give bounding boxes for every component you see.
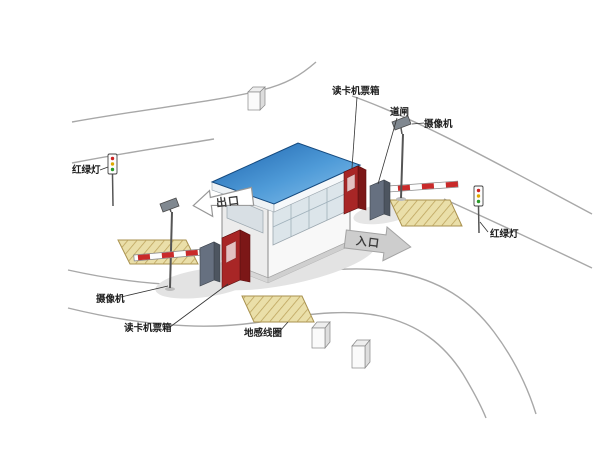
road-edge-line [67,268,537,415]
leader-line [479,221,489,233]
leader-line [279,321,289,332]
bollard-front-face [311,327,326,349]
label-traffic-light-left: 红绿灯 [72,164,101,176]
ticket-machine-right [343,165,367,215]
gate-arm-stripe [421,183,435,190]
pole-base [396,197,406,201]
camera-pole-right [391,115,412,201]
gate-cabinet-front [199,241,215,287]
label-card-reader-bottom: 读卡机票箱 [124,322,172,334]
ground-coil-hatch [242,296,314,322]
exit-arrow: 出口 [192,186,255,218]
leader-line [411,122,425,125]
label-camera-bottom: 摄像机 [96,293,125,305]
bollard-right [351,339,371,369]
label-card-reader-top: 读卡机票箱 [332,85,380,97]
traffic-light-pole [111,173,114,207]
bollard-top [247,86,266,111]
leader-line [120,285,169,298]
bollard-front-face [247,91,261,111]
gate-arm-stripe [397,184,411,191]
road-edge-line [351,95,593,215]
ticket-machine-left [221,229,251,289]
ground-coil-hatch [390,200,462,226]
green-light-dot [476,199,481,204]
label-camera-top: 摄像机 [424,118,453,130]
leader-lines [99,96,489,332]
red-light-dot [476,188,481,193]
label-ground-coil: 地感线圈 [244,327,282,339]
traffic-light-pole [477,205,480,234]
leader-line [351,96,358,169]
pole-base [165,287,175,291]
bollard-mid [311,321,331,349]
camera-bracket [400,127,403,135]
barrier-gate-left [133,241,221,287]
red-light-dot [110,156,115,161]
gate-arm-stripe [161,251,175,259]
labels: 读卡机票箱 道闸 摄像机 红绿灯 摄像机 读卡机票箱 地感线圈 红绿灯 [72,85,519,339]
gate-arm-right [387,180,459,193]
ticket-machine-side [239,229,251,283]
gate-cabinet-side [383,179,391,217]
label-barrier-gate: 道闸 [390,106,409,118]
booth-window-mullions [272,184,346,237]
camera-icon [159,197,180,213]
camera-pole [400,133,404,199]
leader-line [99,166,109,171]
ground-coil-bottom [241,295,315,323]
label-traffic-light-right: 红绿灯 [490,228,519,240]
entrance-arrow-icon [343,226,412,262]
camera-pole [169,211,173,289]
gate-arm-stripe [445,181,459,188]
camera-icon [391,115,412,131]
ticket-machine-panel [346,173,356,193]
yellow-light-dot [476,194,481,198]
road-edge-line [443,198,593,269]
camera-pole-left [159,197,180,291]
traffic-light-right [473,185,484,234]
road-edge-line [71,138,215,164]
ticket-machine-side [357,165,367,211]
gate-arm-stripe [137,254,151,261]
entrance-arrow-label: 入口 [355,234,380,250]
leader-line [169,283,229,328]
road-edge-line [67,307,487,419]
yellow-light-dot [110,162,115,166]
gate-arm-stripe [185,249,198,257]
green-light-dot [110,167,115,172]
gate-arm-left [133,248,201,262]
exit-arrow-label: 出口 [215,193,241,210]
gate-cabinet-side [213,241,221,283]
barrier-gate-right [369,179,459,221]
road-edge-line [71,61,317,123]
traffic-light-left [107,153,118,207]
ground-coil-right [389,199,463,227]
entrance-arrow: 入口 [343,226,412,262]
leader-line [377,117,398,185]
ticket-machine-panel [225,240,237,264]
gate-cabinet-front [369,179,385,221]
bollard-front-face [351,345,366,369]
exit-arrow-icon [192,186,255,218]
